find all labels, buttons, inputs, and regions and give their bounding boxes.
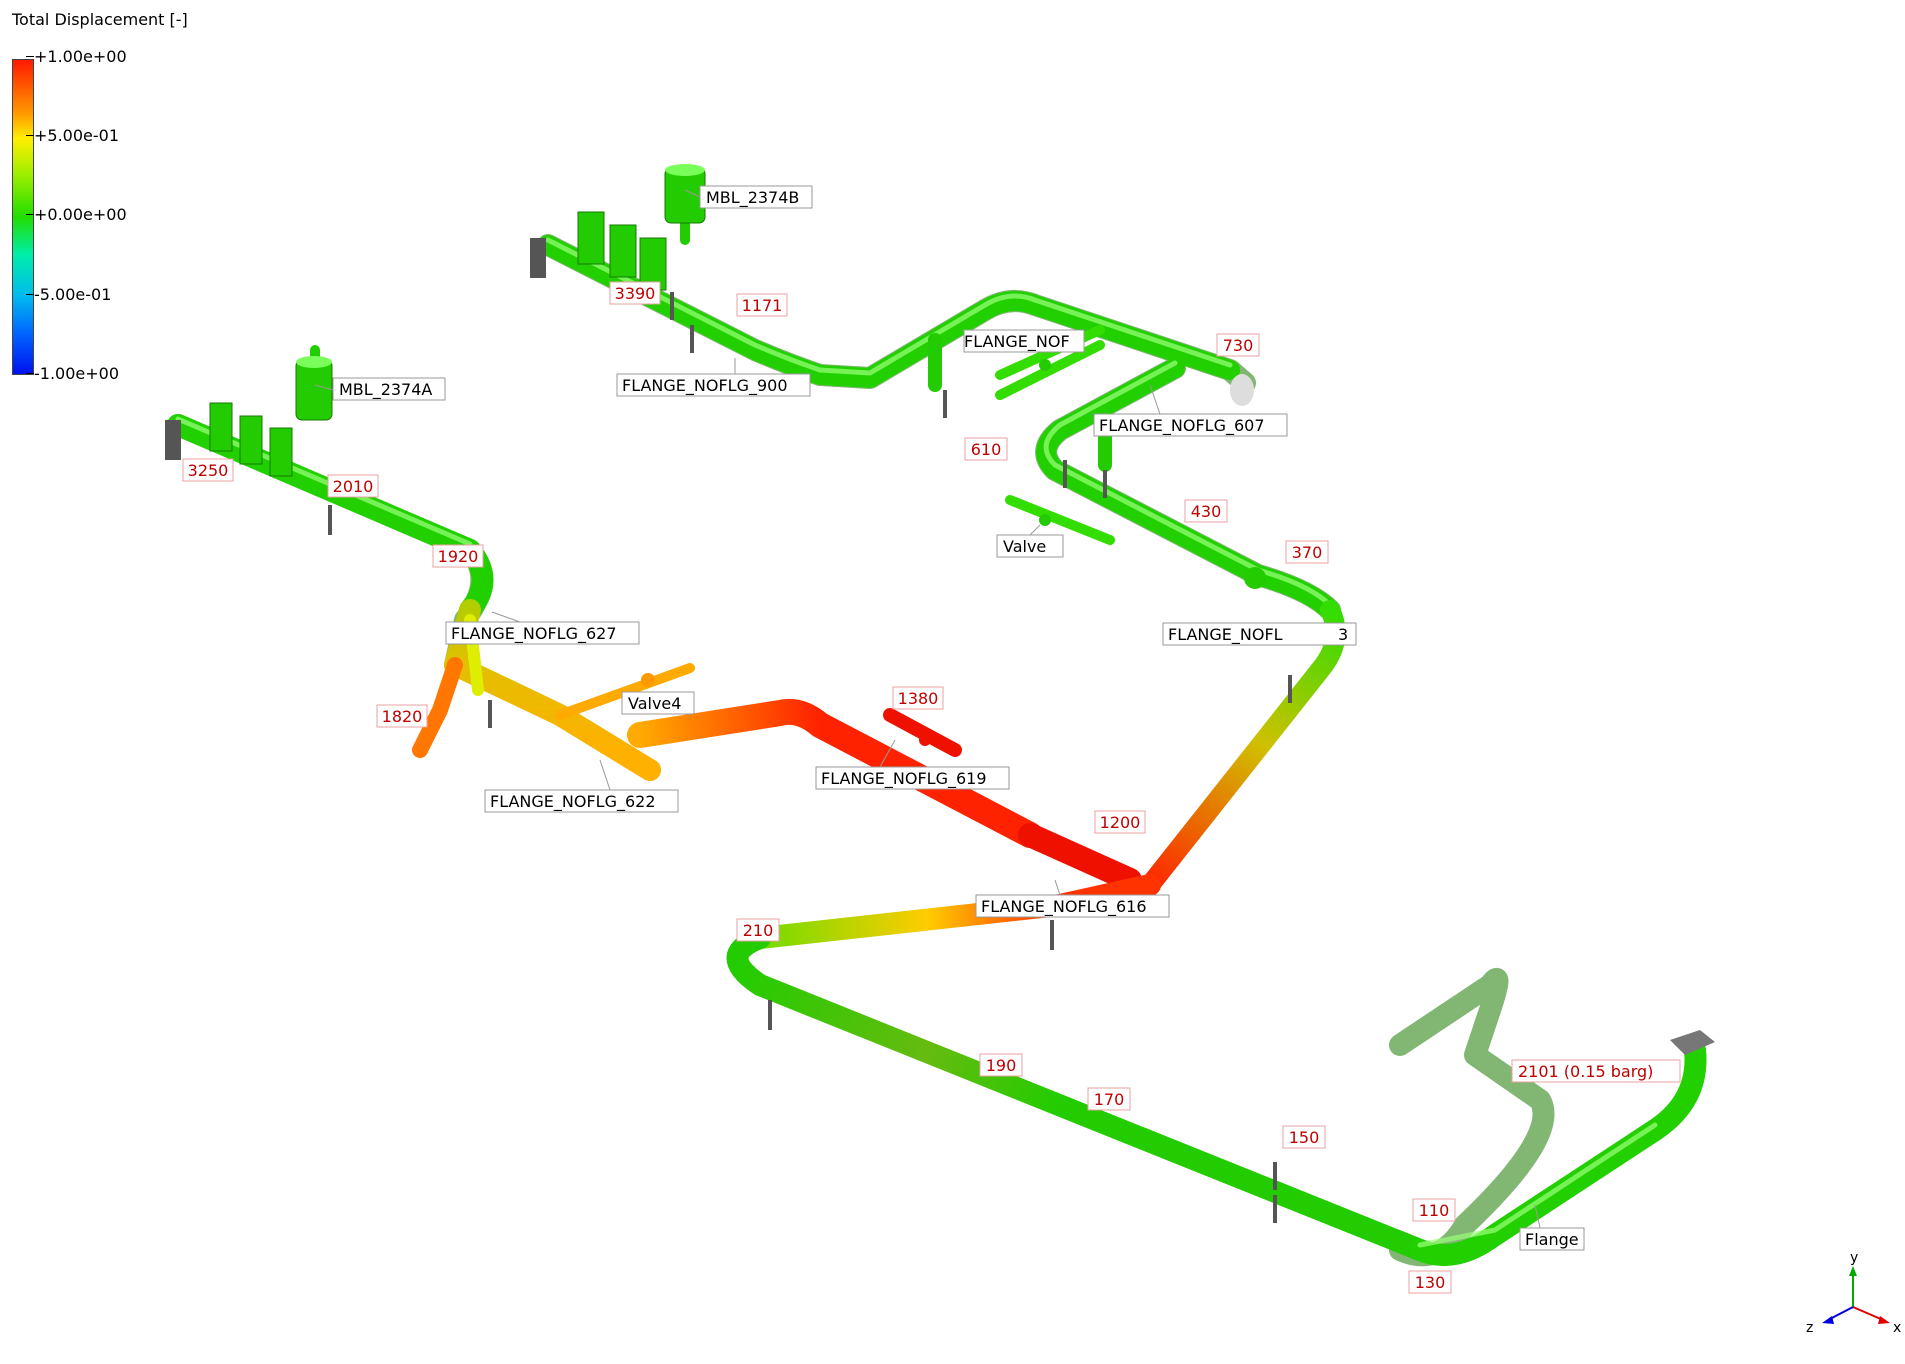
svg-text:FLANGE_NOFLG_900: FLANGE_NOFLG_900 [622, 376, 788, 396]
svg-text:2010: 2010 [333, 477, 374, 496]
svg-text:170: 170 [1094, 1090, 1125, 1109]
tag-flange-607[interactable]: FLANGE_NOFLG_607 [1093, 384, 1288, 437]
node-label[interactable]: 110 [1412, 1198, 1456, 1222]
tag-mbl-2374a[interactable]: MBL_2374A [314, 377, 446, 401]
svg-text:Valve: Valve [1003, 537, 1046, 556]
node-labels: 3390 1171 730 610 430 370 3250 2010 1920… [182, 281, 1681, 1294]
node-label[interactable]: 1820 [376, 704, 428, 728]
svg-text:1171: 1171 [742, 296, 783, 315]
svg-text:610: 610 [971, 440, 1002, 459]
tag-flange-622[interactable]: FLANGE_NOFLG_622 [484, 759, 679, 813]
svg-text:3250: 3250 [188, 461, 229, 480]
node-label[interactable]: 2010 [327, 474, 379, 498]
tag-flange-616[interactable]: FLANGE_NOFLG_616 [975, 879, 1170, 918]
svg-text:370: 370 [1292, 543, 1323, 562]
svg-text:1380: 1380 [898, 689, 939, 708]
svg-text:1920: 1920 [438, 547, 479, 566]
svg-text:FLANGE_NOF: FLANGE_NOF [964, 332, 1070, 352]
equipment [165, 164, 1715, 1223]
svg-text:730: 730 [1223, 336, 1254, 355]
svg-text:110: 110 [1419, 1201, 1450, 1220]
node-label[interactable]: 210 [736, 918, 780, 942]
tag-flange-partial-upper[interactable]: FLANGE_NOF [963, 329, 1085, 353]
legend-tick-max: +1.00e+00 [26, 47, 127, 66]
svg-text:150: 150 [1289, 1128, 1320, 1147]
node-label[interactable]: 1171 [736, 293, 788, 317]
svg-text:FLANGE_NOFLG_622: FLANGE_NOFLG_622 [490, 792, 656, 812]
node-label[interactable]: 3250 [182, 458, 234, 482]
legend-tick-zero: +0.00e+00 [26, 205, 127, 224]
svg-text:190: 190 [986, 1056, 1017, 1075]
legend-tick-neg-half: -5.00e-01 [25, 285, 112, 304]
legend-title: Total Displacement [-] [12, 10, 188, 29]
svg-text:FLANGE_NOFLG_627: FLANGE_NOFLG_627 [451, 624, 617, 644]
svg-text:130: 130 [1415, 1273, 1446, 1292]
legend-tick-half: +5.00e-01 [25, 126, 120, 145]
tag-valve[interactable]: Valve [996, 524, 1064, 558]
tag-flange-900[interactable]: FLANGE_NOFLG_900 [616, 358, 811, 397]
svg-text:210: 210 [743, 921, 774, 940]
legend-colorbar [12, 59, 34, 375]
node-label[interactable]: 1920 [432, 544, 484, 568]
svg-text:FLANGE_NOFLG_607: FLANGE_NOFLG_607 [1099, 416, 1265, 436]
tag-flange[interactable]: Flange [1519, 1204, 1585, 1251]
svg-text:1200: 1200 [1100, 813, 1141, 832]
svg-text:3390: 3390 [615, 284, 656, 303]
svg-text:2101 (0.15 barg): 2101 (0.15 barg) [1518, 1062, 1653, 1081]
svg-text:3: 3 [1338, 625, 1348, 644]
legend-tick-min: -1.00e+00 [25, 364, 120, 383]
node-label[interactable]: 1380 [892, 686, 944, 710]
node-label[interactable]: 1200 [1094, 810, 1146, 834]
svg-text:FLANGE_NOFL: FLANGE_NOFL [1168, 625, 1283, 645]
tag-flange-619[interactable]: FLANGE_NOFLG_619 [815, 739, 1010, 790]
component-tags: MBL_2374B FLANGE_NOFLG_900 FLANGE_NOFLG_… [314, 185, 1585, 1251]
svg-text:1820: 1820 [382, 707, 423, 726]
axis-triad: y x z [1806, 1250, 1901, 1336]
node-label[interactable]: 430 [1184, 499, 1228, 523]
node-label[interactable]: 370 [1285, 540, 1329, 564]
svg-text:Flange: Flange [1525, 1230, 1579, 1249]
node-label[interactable]: 150 [1282, 1125, 1326, 1149]
node-label[interactable]: 610 [964, 437, 1008, 461]
tag-valve4[interactable]: Valve4 [621, 691, 695, 715]
axis-z-label: z [1806, 1320, 1813, 1336]
svg-text:FLANGE_NOFLG_619: FLANGE_NOFLG_619 [821, 769, 987, 789]
tag-flange-partial-right[interactable]: FLANGE_NOFL 3 [1162, 622, 1357, 646]
node-label[interactable]: 730 [1216, 333, 1260, 357]
svg-text:FLANGE_NOFLG_616: FLANGE_NOFLG_616 [981, 897, 1147, 917]
node-label[interactable]: 170 [1087, 1087, 1131, 1111]
node-label[interactable]: 2101 (0.15 barg) [1511, 1059, 1681, 1083]
axis-x-label: x [1893, 1320, 1901, 1336]
node-label[interactable]: 130 [1408, 1270, 1452, 1294]
tag-mbl-2374b[interactable]: MBL_2374B [684, 185, 813, 209]
svg-text:430: 430 [1191, 502, 1222, 521]
node-label[interactable]: 3390 [609, 281, 661, 305]
svg-text:Valve4: Valve4 [628, 694, 681, 713]
tag-flange-627[interactable]: FLANGE_NOFLG_627 [445, 611, 640, 645]
axis-y-label: y [1850, 1250, 1858, 1266]
svg-text:MBL_2374B: MBL_2374B [706, 188, 799, 208]
svg-text:MBL_2374A: MBL_2374A [339, 380, 432, 400]
node-label[interactable]: 190 [979, 1053, 1023, 1077]
